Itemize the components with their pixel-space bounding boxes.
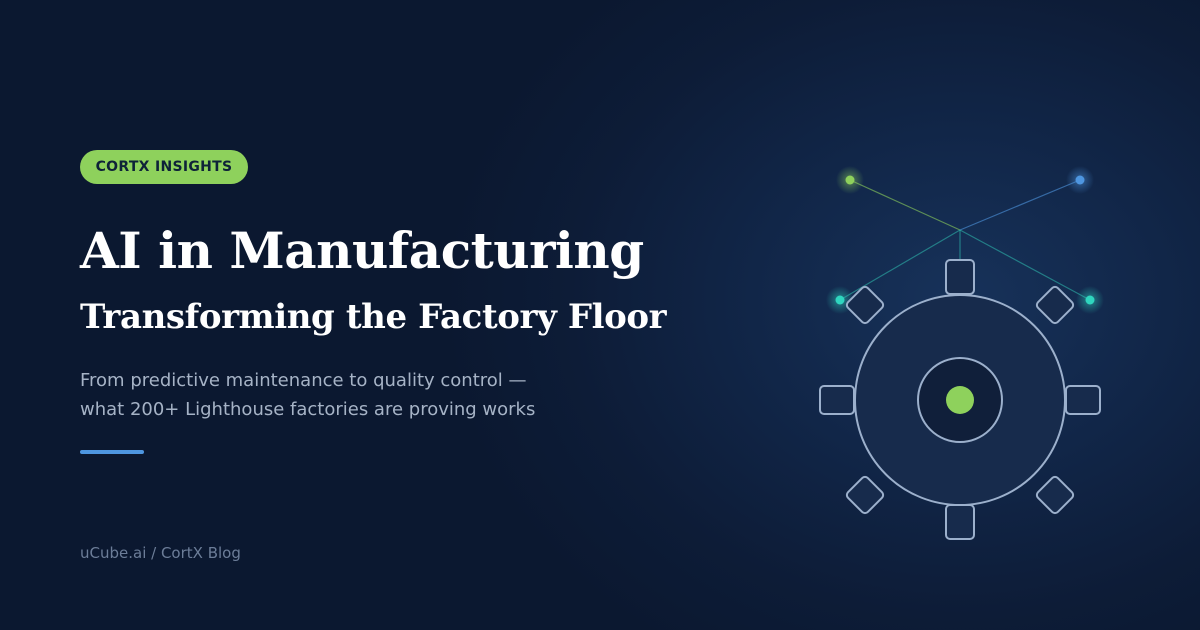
network-node-blue [1075, 175, 1085, 185]
gear-tooth-bottom-left [845, 475, 885, 515]
gear [819, 259, 1101, 540]
network-line-left [839, 229, 961, 301]
gear-tooth-top-right [1035, 285, 1075, 325]
network-line-green [849, 179, 961, 231]
gear-tooth-bottom-right [1035, 475, 1075, 515]
description: From predictive maintenance to quality c… [80, 366, 535, 424]
gear-tooth-top-left [845, 285, 885, 325]
page-title: AI in Manufacturing [80, 221, 644, 280]
network-node-teal-right [1085, 295, 1095, 305]
category-badge: CORTX INSIGHTS [80, 150, 248, 184]
gear-tooth-top [945, 259, 975, 295]
network-line-right [959, 229, 1091, 301]
network-lines [839, 179, 1091, 301]
accent-divider [80, 450, 144, 454]
gear-tooth-left [819, 385, 855, 415]
description-line-1: From predictive maintenance to quality c… [80, 370, 527, 391]
page-subtitle: Transforming the Factory Floor [80, 297, 667, 337]
category-badge-label: CORTX INSIGHTS [95, 159, 233, 175]
gear-tooth-right [1065, 385, 1101, 415]
network-line-blue [959, 179, 1081, 231]
network-node-teal-left [835, 295, 845, 305]
network-node-green [845, 175, 855, 185]
gear-core-dot [946, 386, 974, 414]
gear-tooth-bottom [945, 504, 975, 540]
description-line-2: what 200+ Lighthouse factories are provi… [80, 399, 536, 420]
gear-network-icon [819, 166, 1104, 540]
footer-source: uCube.ai / CortX Blog [80, 544, 241, 562]
